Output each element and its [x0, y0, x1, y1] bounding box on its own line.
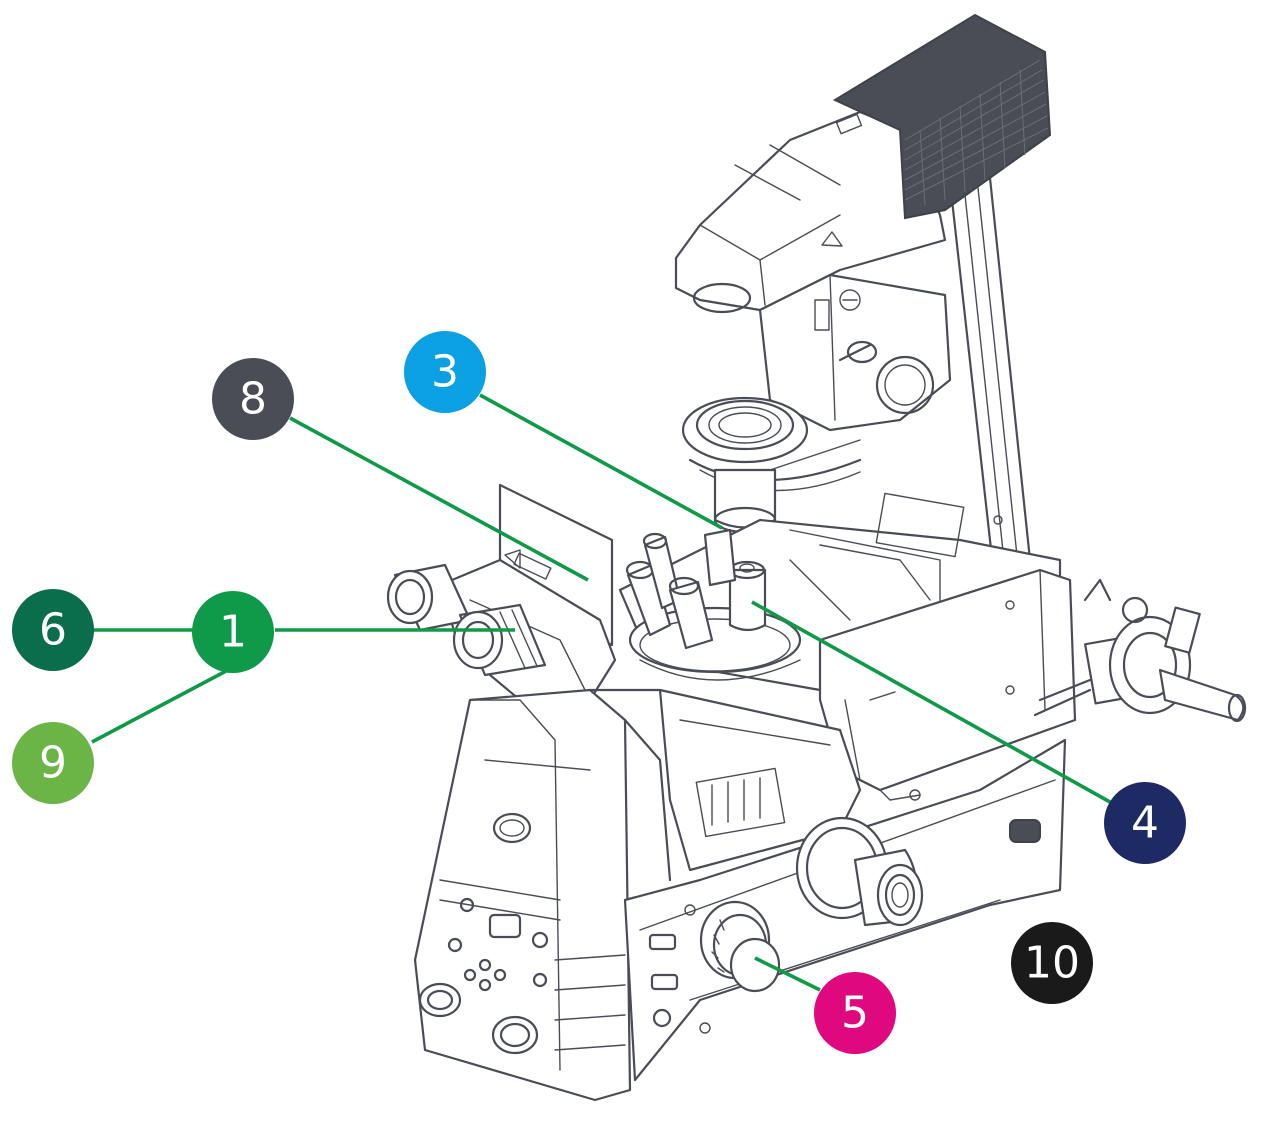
callout-5-label: 5 [841, 988, 869, 1039]
eyepiece-left [386, 563, 472, 632]
focus-knob [699, 900, 781, 993]
leader-3-to-condenser [479, 393, 723, 530]
leader-8-to-shield [289, 416, 589, 582]
leader-4-to-nosepiece [751, 600, 1111, 804]
callout-10[interactable]: 10 [1011, 922, 1093, 1004]
stage-support [588, 688, 921, 882]
microscope-body [413, 688, 632, 1102]
leader-9-to-1 [91, 668, 229, 744]
leader-5-to-focus-knob [754, 956, 821, 992]
callout-9[interactable]: 9 [12, 722, 94, 804]
callout-5-badge [814, 972, 896, 1054]
eyepiece-right [452, 603, 547, 677]
callout-9-badge [12, 722, 94, 804]
illumination-pillar [950, 176, 1032, 587]
leader-lines [91, 393, 1111, 992]
callout-1[interactable]: 1 [192, 591, 274, 673]
callout-6[interactable]: 6 [12, 589, 94, 671]
condenser-arm [758, 273, 952, 432]
shield-panel [498, 483, 614, 647]
callout-3-label: 3 [431, 347, 459, 398]
callout-4[interactable]: 4 [1104, 782, 1186, 864]
condenser-turret [681, 396, 862, 561]
callout-4-badge [1104, 782, 1186, 864]
camera-block [832, 13, 1052, 220]
callout-3-badge [404, 331, 486, 413]
callout-5[interactable]: 5 [814, 972, 896, 1054]
joystick-controller [1033, 578, 1247, 723]
callout-1-badge [192, 591, 274, 673]
microscope-illustration [386, 13, 1247, 1102]
callout-6-badge [12, 589, 94, 671]
callout-10-badge [1011, 922, 1093, 1004]
callout-10-label: 10 [1024, 938, 1080, 989]
callout-3[interactable]: 3 [404, 331, 486, 413]
callout-6-label: 6 [39, 605, 67, 656]
side-port [795, 816, 924, 927]
eyepiece-head [386, 558, 617, 702]
callout-9-label: 9 [39, 738, 67, 789]
callout-1-label: 1 [219, 607, 247, 658]
callout-4-label: 4 [1131, 798, 1159, 849]
lamp-house [674, 110, 947, 314]
stage-controller [818, 568, 1077, 792]
callout-8-badge [212, 358, 294, 440]
callout-8-label: 8 [239, 374, 267, 425]
objective-nosepiece [625, 528, 802, 681]
callout-8[interactable]: 8 [212, 358, 294, 440]
